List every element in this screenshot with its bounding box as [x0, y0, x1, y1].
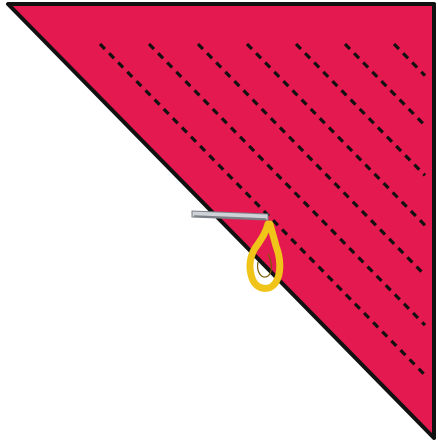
- fabric-triangle: [8, 4, 434, 438]
